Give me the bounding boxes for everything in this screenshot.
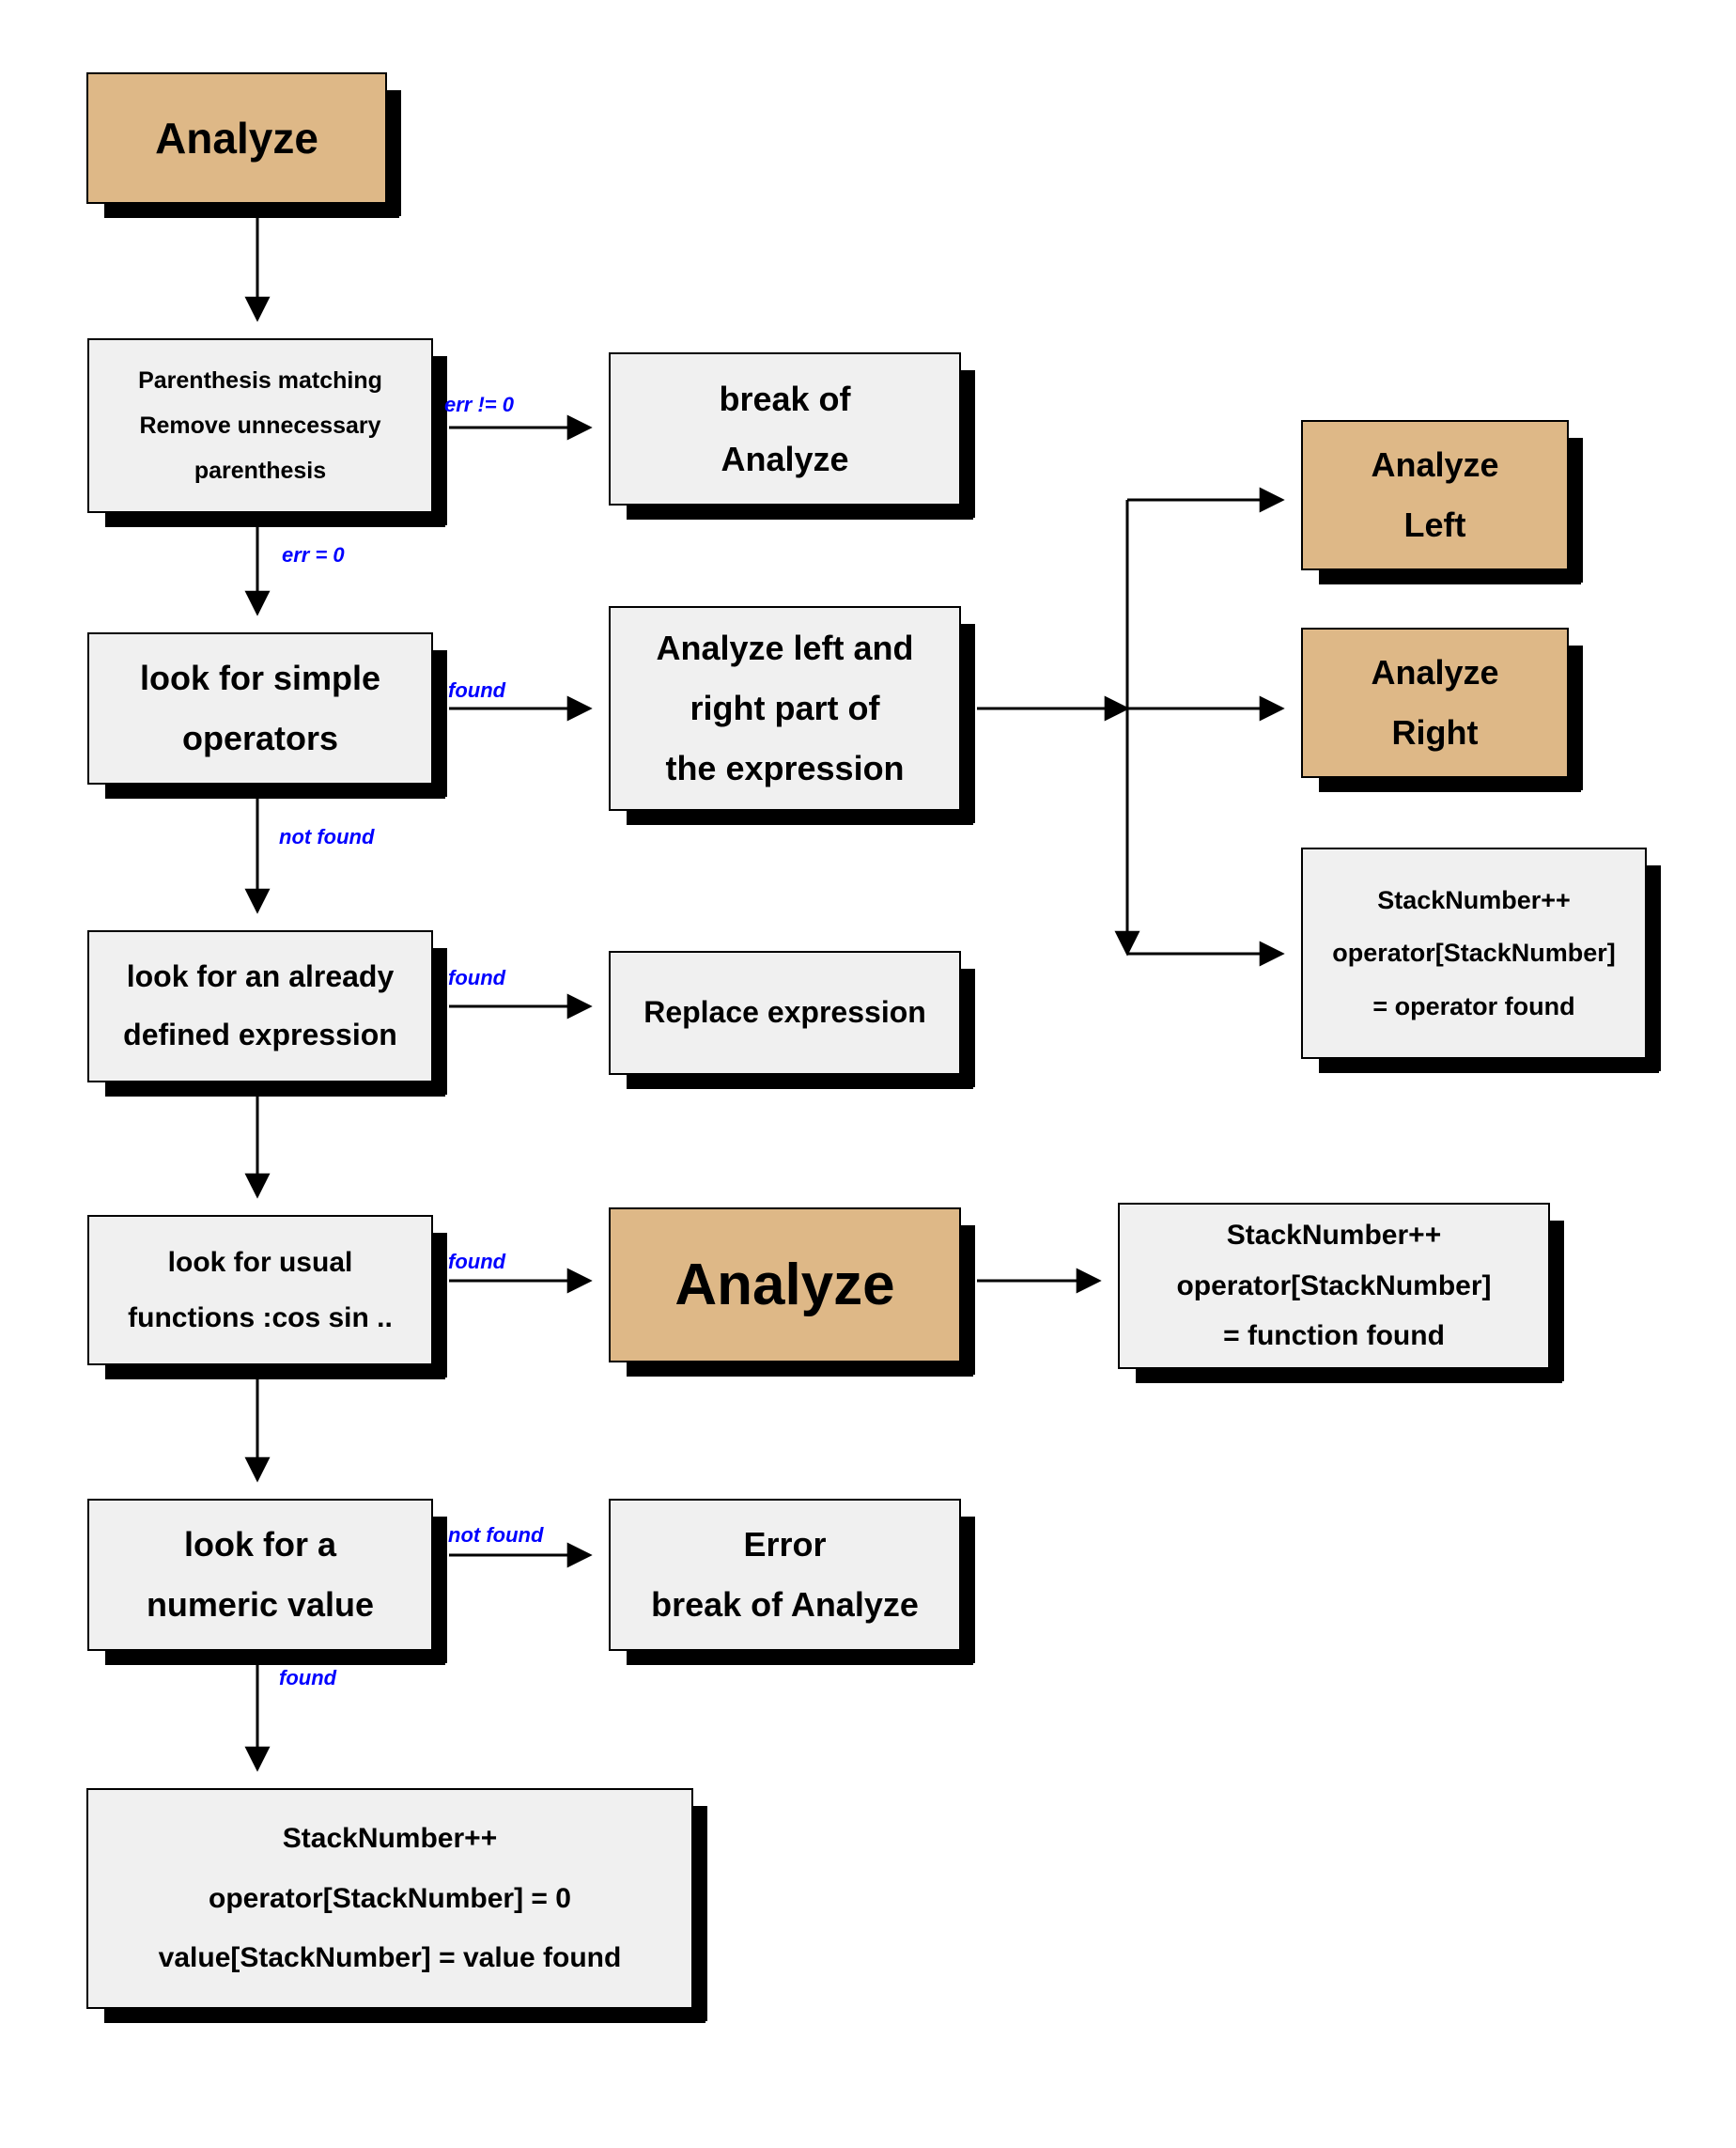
edge-label-not-found-operators: not found bbox=[279, 825, 375, 848]
node-label-line: StackNumber++ bbox=[1377, 885, 1571, 914]
node-look-for-simple-operators[interactable]: look for simple operators bbox=[87, 632, 447, 799]
node-analyze-left-and-right[interactable]: Analyze left and right part of the expre… bbox=[609, 606, 975, 825]
node-label-line: numeric value bbox=[146, 1585, 375, 1624]
node-label-line: Analyze bbox=[674, 1252, 895, 1317]
node-label-line: StackNumber++ bbox=[282, 1823, 498, 1855]
node-shadow bbox=[1550, 1221, 1564, 1381]
node-shadow bbox=[627, 506, 973, 520]
node-analyze-right[interactable]: Analyze Right bbox=[1301, 628, 1583, 792]
node-shadow bbox=[105, 1082, 445, 1097]
node-label-line: Error bbox=[743, 1525, 827, 1564]
node-shadow bbox=[627, 1651, 973, 1665]
edge-label-found-expression: found bbox=[448, 966, 506, 989]
node-shadow bbox=[1569, 646, 1583, 790]
edge-label-err-not-zero: err != 0 bbox=[444, 393, 514, 416]
node-analyze-left[interactable]: Analyze Left bbox=[1301, 420, 1583, 584]
edge-label-found-numeric: found bbox=[279, 1666, 337, 1689]
node-label-line: look for an already bbox=[126, 959, 395, 994]
node-shadow bbox=[1319, 778, 1581, 792]
node-shadow bbox=[433, 948, 447, 1095]
node-shadow bbox=[433, 356, 447, 525]
node-analyze-start[interactable]: Analyze bbox=[86, 72, 401, 218]
node-label-line: operator[StackNumber] = 0 bbox=[209, 1882, 571, 1914]
node-label-line: right part of bbox=[690, 689, 880, 728]
edge-label-not-found-numeric: not found bbox=[448, 1523, 544, 1547]
node-shadow bbox=[627, 1362, 973, 1377]
node-label-line: break of bbox=[719, 379, 851, 418]
node-label-line: look for usual bbox=[167, 1246, 353, 1278]
node-parenthesis-matching[interactable]: Parenthesis matching Remove unnecessary … bbox=[87, 338, 447, 527]
node-label-line: Analyze bbox=[721, 439, 849, 478]
node-label-line: = operator found bbox=[1372, 991, 1575, 1020]
node-label-line: value[StackNumber] = value found bbox=[158, 1942, 622, 1974]
node-shadow bbox=[961, 1225, 975, 1375]
node-label-line: Remove unnecessary bbox=[139, 412, 381, 439]
node-stacknumber-value-found[interactable]: StackNumber++ operator[StackNumber] = 0 … bbox=[86, 1788, 707, 2023]
node-look-for-numeric-value[interactable]: look for a numeric value bbox=[87, 1499, 447, 1665]
node-label-line: Analyze bbox=[155, 113, 318, 163]
node-shadow bbox=[433, 650, 447, 797]
node-label-line: Analyze bbox=[1371, 445, 1499, 485]
edge-label-found-functions: found bbox=[448, 1250, 506, 1273]
node-label-line: Left bbox=[1403, 506, 1466, 544]
node-shadow bbox=[105, 1651, 445, 1665]
node-analyze-recursive[interactable]: Analyze bbox=[609, 1207, 975, 1377]
node-stacknumber-function-found[interactable]: StackNumber++ operator[StackNumber] = fu… bbox=[1118, 1203, 1564, 1383]
node-shadow bbox=[693, 1806, 707, 2021]
node-shadow bbox=[1319, 1059, 1659, 1073]
edge-label-err-zero: err = 0 bbox=[282, 543, 345, 567]
node-label-line: functions :cos sin .. bbox=[128, 1302, 393, 1333]
node-shadow bbox=[433, 1517, 447, 1663]
node-shadow bbox=[627, 1075, 973, 1089]
node-label-line: look for simple bbox=[139, 659, 381, 698]
node-shadow bbox=[105, 785, 445, 799]
node-break-of-analyze[interactable]: break of Analyze bbox=[609, 352, 975, 520]
node-shadow bbox=[961, 969, 975, 1087]
node-label-line: operators bbox=[181, 719, 339, 757]
node-label-line: Parenthesis matching bbox=[138, 366, 382, 394]
node-label-line: break of Analyze bbox=[651, 1585, 919, 1624]
node-label-line: the expression bbox=[665, 748, 905, 787]
node-shadow bbox=[433, 1233, 447, 1378]
node-label-line: = function found bbox=[1223, 1320, 1445, 1352]
node-shadow bbox=[627, 811, 973, 825]
node-shadow bbox=[961, 624, 975, 823]
node-label-line: operator[StackNumber] bbox=[1332, 939, 1616, 968]
node-shadow bbox=[105, 513, 445, 527]
node-label-line: Analyze left and bbox=[656, 629, 914, 668]
node-shadow bbox=[104, 2009, 705, 2023]
node-label-line: defined expression bbox=[123, 1018, 397, 1051]
node-label-line: StackNumber++ bbox=[1226, 1220, 1442, 1252]
node-shadow bbox=[1647, 865, 1661, 1071]
node-shadow bbox=[105, 1365, 445, 1379]
node-stacknumber-operator-found[interactable]: StackNumber++ operator[StackNumber] = op… bbox=[1301, 848, 1661, 1073]
node-look-for-defined-expression[interactable]: look for an already defined expression bbox=[87, 930, 447, 1097]
node-label-line: operator[StackNumber] bbox=[1176, 1269, 1492, 1301]
node-shadow bbox=[961, 1517, 975, 1663]
node-label-line: parenthesis bbox=[194, 458, 327, 485]
node-label-line: Analyze bbox=[1371, 653, 1499, 693]
node-replace-expression[interactable]: Replace expression bbox=[609, 951, 975, 1089]
node-label-line: look for a bbox=[183, 1525, 337, 1564]
node-shadow bbox=[1319, 570, 1581, 584]
node-label-line: Replace expression bbox=[643, 995, 926, 1030]
edge-label-found-operators: found bbox=[448, 678, 506, 702]
node-error-break-of-analyze[interactable]: Error break of Analyze bbox=[609, 1499, 975, 1665]
node-label-line: Right bbox=[1391, 713, 1479, 752]
node-shadow bbox=[961, 370, 975, 518]
node-look-for-usual-functions[interactable]: look for usual functions :cos sin .. bbox=[87, 1215, 447, 1379]
node-shadow bbox=[1569, 438, 1583, 583]
node-shadow bbox=[1136, 1369, 1562, 1383]
node-shadow bbox=[104, 204, 399, 218]
node-shadow bbox=[387, 90, 401, 216]
